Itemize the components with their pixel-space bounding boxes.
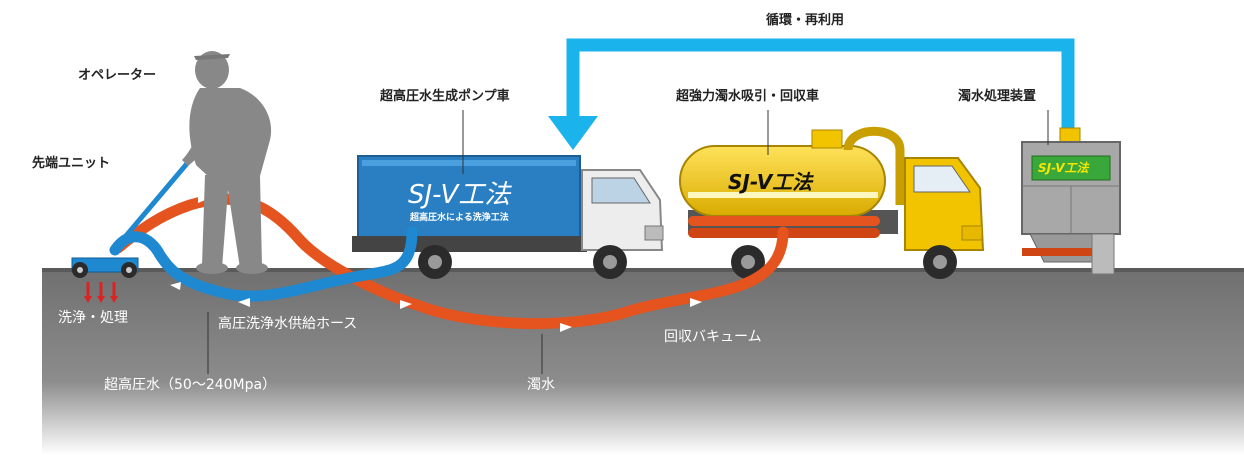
supply-hose <box>109 226 418 302</box>
flow-arrows <box>170 194 702 332</box>
vacuum-truck-label: 超強力濁水吸引・回収車 <box>676 89 820 104</box>
pump-truck-logo: SJ-V工法 <box>408 180 511 210</box>
leader-lines <box>207 110 1049 374</box>
pump-truck-label: 超高圧水生成ポンプ車 <box>380 89 510 104</box>
vacuum-truck <box>679 126 985 279</box>
operator-figure <box>182 51 272 274</box>
recycle-loop <box>548 38 1075 150</box>
vacuum-truck-logo: SJ-V工法 <box>728 170 813 194</box>
recycle-label: 循環・再利用 <box>766 13 845 28</box>
operator-label: オペレーター <box>78 68 157 83</box>
treatment-unit-label: 濁水処理装置 <box>958 89 1037 104</box>
pump-truck-subtitle: 超高圧水による洗浄工法 <box>410 213 509 223</box>
treatment-unit <box>1021 127 1121 275</box>
treatment-unit-logo: SJ-V工法 <box>1038 161 1089 175</box>
muddy-water-label: 濁水 <box>527 377 555 393</box>
return-hose <box>112 193 789 330</box>
vacuum-label: 回収バキューム <box>664 329 762 345</box>
pressure-label: 超高圧水（50～240Mpa） <box>104 377 277 393</box>
tip-unit <box>71 158 192 303</box>
tip-unit-label: 先端ユニット <box>32 156 111 171</box>
washing-label: 洗浄・処理 <box>58 310 128 326</box>
hose-label: 高圧洗浄水供給ホース <box>218 316 358 332</box>
ground-surface-line <box>42 268 1244 272</box>
